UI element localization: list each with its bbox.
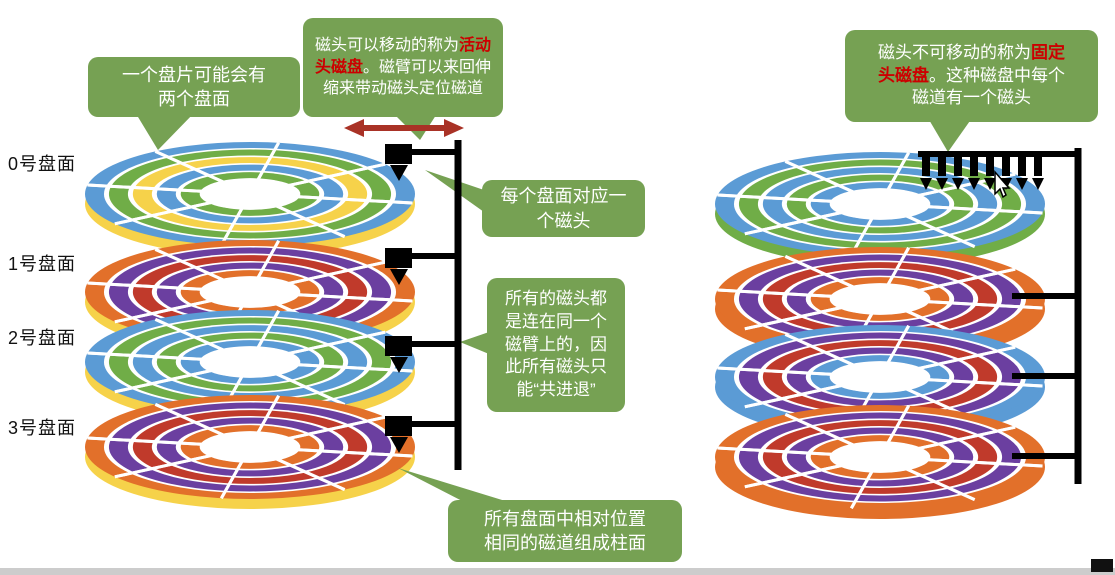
head-move-arrow [344, 119, 464, 137]
bubble-head-per-surface-note: 每个盘面对应一个磁头 [482, 180, 645, 237]
bottom-strip [0, 568, 1115, 575]
bubble-movable-head-note: 磁头可以移动的称为活动头磁盘。磁臂可以来回伸缩来带动磁头定位磁道 [303, 18, 503, 117]
bubble-text: 磁头不可移动的称为固定头磁盘。这种磁盘中每个磁道有一个磁头 [874, 42, 1069, 111]
bubble-text-highlight: 活动头磁盘 [314, 37, 492, 76]
bubble-text-highlight: 固定头磁盘 [878, 42, 1065, 85]
bubble-text: 所有盘面中相对位置相同的磁道组成柱面 [484, 508, 646, 553]
bubble-fixed-head-note: 磁头不可移动的称为固定头磁盘。这种磁盘中每个磁道有一个磁头 [845, 30, 1098, 122]
surface-label-3: 3号盘面 [8, 418, 77, 438]
platter-surface-left-0 [80, 136, 420, 268]
bubble-text-pre: 磁头不可移动的称为 [878, 42, 1031, 62]
bubble-text: 磁头可以移动的称为活动头磁盘。磁臂可以来回伸缩来带动磁头定位磁道 [313, 35, 493, 100]
bubble-text-pre: 磁头可以移动的称为 [314, 37, 459, 55]
surface-label-1: 1号盘面 [8, 254, 77, 274]
bubble-text-post: 。这种磁盘中每个磁道有一个磁头 [912, 65, 1065, 108]
surface-label-2: 2号盘面 [8, 328, 77, 348]
bubble-text: 一个盘片可能会有两个盘面 [122, 64, 266, 109]
bubble-text-post: 。磁臂可以来回伸缩来带动磁头定位磁道 [322, 58, 492, 98]
bubble-same-arm-note: 所有的磁头都是连在同一个磁臂上的，因此所有磁头只能“共进退” [487, 278, 625, 412]
bubble-cylinder-note: 所有盘面中相对位置相同的磁道组成柱面 [448, 500, 682, 562]
bubble-text: 每个盘面对应一个磁头 [500, 186, 627, 231]
platter-surface-right-2 [710, 319, 1050, 451]
surface-label-0: 0号盘面 [8, 154, 77, 174]
platter-surface-right-3 [710, 399, 1050, 531]
bubble-platter-note: 一个盘片可能会有两个盘面 [88, 57, 300, 117]
bubble-text: 所有的磁头都是连在同一个磁臂上的，因此所有磁头只能“共进退” [505, 288, 607, 400]
bottom-right-mark [1091, 559, 1113, 572]
platter-surface-right-1 [710, 241, 1050, 373]
platter-surface-left-3 [80, 389, 420, 521]
platter-surface-left-2 [80, 304, 420, 436]
